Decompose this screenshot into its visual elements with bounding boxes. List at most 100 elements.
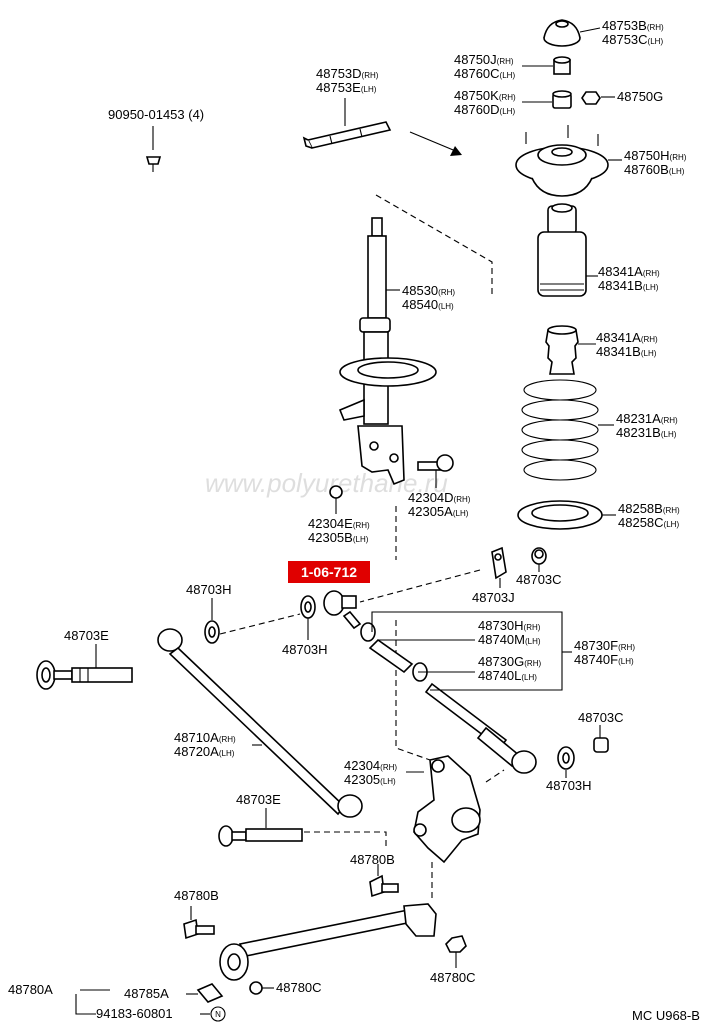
svg-text:48760B(LH): 48760B(LH) [624,162,685,177]
upper-bushing-nut[interactable] [553,56,571,75]
coil-spring[interactable] [521,379,599,481]
callout-48780B-mid: 48780B [350,852,395,867]
lateral-control-arm[interactable] [157,628,363,818]
strut-boot[interactable] [537,203,587,297]
link-washer-h-right[interactable] [557,746,575,770]
callout-48341B-stopper: 48341B(LH) [596,344,657,359]
callout-48740F: 48740F(LH) [574,652,634,667]
rear-axle-carrier-knuckle[interactable] [413,755,481,864]
svg-text:N: N [215,1010,221,1019]
link-washer-j[interactable] [491,546,507,580]
svg-text:48703C: 48703C [516,572,562,587]
svg-text:48258C(LH): 48258C(LH) [618,515,679,530]
svg-text:48750K(RH): 48750K(RH) [454,88,516,103]
svg-text:1-06-712: 1-06-712 [301,564,357,580]
svg-text:42305A(LH): 42305A(LH) [408,504,469,519]
callout-48703C-lower: 48703C [578,710,624,725]
svg-text:48703H: 48703H [282,642,328,657]
callout-42305A: 42305A(LH) [408,504,469,519]
svg-text:48703H: 48703H [546,778,592,793]
arm-plate[interactable] [196,983,224,1003]
callout-48760D: 48760D(LH) [454,102,515,117]
callout-48753E: 48753E(LH) [316,80,377,95]
trailing-arm-bolt-left[interactable] [183,918,215,940]
callout-48703C-upper: 48703C [516,572,562,587]
callout-48730H: 48730H(RH) [478,618,541,633]
callout-48231A: 48231A(RH) [616,411,678,426]
callout-42305B: 42305B(LH) [308,530,369,545]
screw-clip[interactable] [145,156,162,172]
svg-text:48703C: 48703C [578,710,624,725]
svg-text:48703E: 48703E [64,628,109,643]
svg-text:48730F(RH): 48730F(RH) [574,638,635,653]
svg-text:48730G(RH): 48730G(RH) [478,654,541,669]
link-washer-h-left[interactable] [204,620,220,644]
strut-mount-bolt-small[interactable] [329,485,343,506]
shock-absorber-strut[interactable] [338,217,437,486]
callout-48780A: 48780A [8,982,53,997]
bump-stopper[interactable] [545,325,579,375]
arm-nut-right[interactable] [445,935,467,953]
callout-48703J: 48703J [472,590,515,605]
svg-text:42305(LH): 42305(LH) [344,772,396,787]
adjustable-lateral-link[interactable] [323,590,537,774]
strut-mount-bolt[interactable] [417,454,454,472]
callout-48750J: 48750J(RH) [454,52,514,67]
callout-42305: 42305(LH) [344,772,396,787]
svg-text:48720A(LH): 48720A(LH) [174,744,235,759]
svg-text:48710A(RH): 48710A(RH) [174,730,236,745]
svg-text:48740L(LH): 48740L(LH) [478,668,537,683]
spring-cover-shield[interactable] [302,121,392,149]
drawing-code: MC U968-B [632,1008,700,1023]
svg-text:48780C: 48780C [430,970,476,985]
svg-text:48258B(RH): 48258B(RH) [618,501,680,516]
svg-text:48750G: 48750G [617,89,663,104]
callout-48540: 48540(LH) [402,297,454,312]
mount-nut[interactable] [581,91,601,105]
svg-text:48703J: 48703J [472,590,515,605]
svg-text:48780C: 48780C [276,980,322,995]
callout-48258B: 48258B(RH) [618,501,680,516]
svg-text:94183-60801: 94183-60801 [96,1006,173,1021]
svg-text:48760D(LH): 48760D(LH) [454,102,515,117]
callout-42304: 42304(RH) [344,758,397,773]
svg-text:42305B(LH): 42305B(LH) [308,530,369,545]
svg-text:42304E(RH): 42304E(RH) [308,516,370,531]
circled-n-marker: N [210,1006,226,1022]
trailing-arm-bolt-upper[interactable] [369,874,399,898]
link-bolt-lower[interactable] [218,825,303,847]
svg-text:48540(LH): 48540(LH) [402,297,454,312]
callout-48258C: 48258C(LH) [618,515,679,530]
upper-dust-cap[interactable] [543,19,581,47]
callout-48703E-lower: 48703E [236,792,281,807]
callout-48703E-upper: 48703E [64,628,109,643]
svg-text:42304(RH): 42304(RH) [344,758,397,773]
svg-text:48780B: 48780B [174,888,219,903]
arm-nut-left[interactable] [249,981,263,995]
link-washer-h-mid[interactable] [300,595,316,619]
svg-text:42304D(RH): 42304D(RH) [408,490,471,505]
callout-42304D: 42304D(RH) [408,490,471,505]
link-bolt-upper[interactable] [36,660,133,690]
callout-48753D: 48753D(RH) [316,66,379,81]
svg-text:48740F(LH): 48740F(LH) [574,652,634,667]
callout-48341A-boot: 48341A(RH) [598,264,660,279]
spring-lower-seat[interactable] [517,500,603,530]
callout-48750H: 48750H(RH) [624,148,687,163]
trailing-arm[interactable] [219,903,437,981]
callout-48750G: 48750G [617,89,663,104]
link-nut-c-upper[interactable] [531,547,547,565]
svg-text:48780B: 48780B [350,852,395,867]
callout-48710A: 48710A(RH) [174,730,236,745]
svg-text:48760C(LH): 48760C(LH) [454,66,515,81]
upper-bushing[interactable] [552,90,572,109]
strut-mount-plate[interactable] [515,125,609,197]
callout-94183-60801: 94183-60801 [96,1006,173,1021]
svg-text:48740M(LH): 48740M(LH) [478,632,541,647]
svg-text:48750J(RH): 48750J(RH) [454,52,514,67]
callout-48760C: 48760C(LH) [454,66,515,81]
callout-48730G: 48730G(RH) [478,654,541,669]
highlight-part-number[interactable]: 1-06-712 [288,561,370,583]
link-nut-c-lower[interactable] [593,737,609,753]
